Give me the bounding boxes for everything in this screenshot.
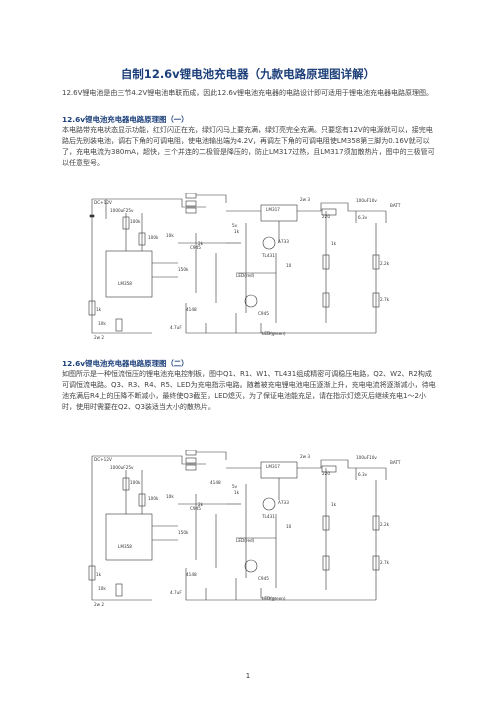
c1-label-r2k7: 2.7k: [380, 297, 390, 302]
c1-label-r2w2: 2w 2: [94, 335, 104, 340]
c2-label-tl431: TL431: [261, 514, 275, 519]
c2-label-r10k-a: 10k: [166, 494, 174, 499]
c2-label-r10k-b: 10k: [98, 586, 106, 591]
c1-label-r10: 10: [286, 263, 292, 268]
c2-label-batt: BATT: [390, 460, 401, 465]
c2-label-d4148b: 4148: [186, 572, 197, 577]
c2-label-r10: 10: [286, 524, 292, 529]
c2-label-r1k-c: 1k: [331, 502, 337, 507]
c2-label-q-c945a: C945: [190, 506, 201, 511]
c2-label-op: LM358: [118, 544, 132, 549]
section1-body: 本电路带充电状态显示功能，红灯闪正在充，绿灯闪马上要充满，绿灯亮完全充满。只要您…: [62, 126, 435, 167]
c1-label-d4148a: 4148: [186, 307, 197, 312]
c2-label-r2w2: 2w 2: [94, 602, 104, 607]
c1-label-cap-in: 1000uF25v: [110, 208, 134, 213]
c2-label-r1k-b: 1k: [234, 490, 240, 495]
c1-label-r150k: 150k: [178, 267, 189, 272]
c1-label-q-c945a: C945: [190, 245, 201, 250]
section2-body: 如图所示是一种恒流恒压的锂电池充电控制板，图中Q1、R1、W1、TL431组成精…: [62, 370, 436, 411]
c1-label-reg: LM317: [266, 207, 280, 212]
circuit-1-svg: DC+12V 1000uF25v LM317 220 100uF10v BATT…: [88, 193, 401, 340]
section2-heading: 12.6v锂电池充电器电路原理图（二）: [62, 359, 189, 368]
c2-label-r2k7: 2.7k: [380, 560, 390, 565]
circuit-diagram-1: DC+12V 1000uF25v LM317 220 100uF10v BATT…: [86, 193, 412, 343]
c2-label-dc-in: DC+12V: [94, 457, 112, 462]
c1-label-r2k2: 2.2k: [380, 261, 390, 266]
c2-label-r1k-a: 1k: [96, 572, 102, 577]
c1-label-r10k-b: 10k: [98, 321, 106, 326]
c1-label-z63: 6.3v: [358, 215, 368, 220]
page-number: 1: [245, 672, 251, 680]
c2-label-v5: 5v: [232, 484, 238, 489]
c2-label-r150k: 150k: [178, 530, 189, 535]
c2-label-r100k-b: 100k: [148, 496, 159, 501]
c2-label-d4148a: 4148: [210, 480, 221, 485]
intro-paragraph: 12.6V锂电池是由三节4.2V锂电池串联而成，因此12.6v锂电池充电器的电路…: [62, 89, 434, 97]
c1-label-r100k-b: 100k: [148, 235, 159, 240]
c1-label-q-a733: A733: [278, 239, 289, 244]
c1-label-r10k-a: 10k: [166, 233, 174, 238]
c2-label-q-c945b: C945: [258, 576, 269, 581]
c1-label-r2k: 2k: [198, 241, 204, 246]
c2-label-q-a733: A733: [278, 500, 289, 505]
c2-label-r2k2: 2.2k: [380, 522, 390, 527]
c2-label-r100k-a: 100k: [130, 480, 141, 485]
c1-label-r220: 220: [322, 214, 330, 219]
c2-label-led-red: LED(red): [236, 538, 255, 543]
c1-label-led-red: LED(red): [236, 273, 255, 278]
c2-label-cap-in: 1000uF25v: [110, 465, 134, 470]
document-title: 自制12.6v锂电池充电器（九款电路原理图详解）: [120, 67, 376, 81]
c1-label-op: LM358: [118, 281, 132, 286]
section1-heading: 12.6v锂电池充电器电路原理图（一）: [62, 115, 189, 124]
c1-label-r1k-b: 1k: [234, 229, 240, 234]
c2-label-cap47: 4.7uF: [170, 590, 182, 595]
c2-label-led-green: LED(green): [262, 596, 286, 601]
c1-label-led-green: LED(green): [262, 331, 286, 336]
c1-label-cap-out: 100uF10v: [356, 198, 377, 203]
c1-label-tl431: TL431: [261, 253, 275, 258]
c2-label-z63: 6.3v: [358, 472, 368, 477]
c1-label-q-c945b: C945: [258, 311, 269, 316]
circuit-2-svg: DC+12V 1000uF25v LM317 220 100uF10v BATT…: [88, 450, 401, 607]
c2-label-reg: LM317: [266, 464, 280, 469]
c2-label-r2k: 2k: [198, 502, 204, 507]
c1-label-r100k-a: 100k: [130, 219, 141, 224]
c1-label-r1k-a: 1k: [96, 307, 102, 312]
circuit-diagram-2: DC+12V 1000uF25v LM317 220 100uF10v BATT…: [86, 450, 412, 610]
c2-label-cap-out: 100uF10v: [356, 455, 377, 460]
c2-label-r2w3: 2w 3: [300, 454, 310, 459]
c1-label-cap47: 4.7uF: [170, 325, 182, 330]
c1-label-v5: 5v: [232, 223, 238, 228]
c1-label-dc-in: DC+12V: [94, 200, 112, 205]
c2-label-r220: 220: [322, 471, 330, 476]
c1-label-r1k-c: 1k: [331, 241, 337, 246]
c1-label-r2w3: 2w 3: [300, 197, 310, 202]
c1-label-batt: BATT: [390, 203, 401, 208]
